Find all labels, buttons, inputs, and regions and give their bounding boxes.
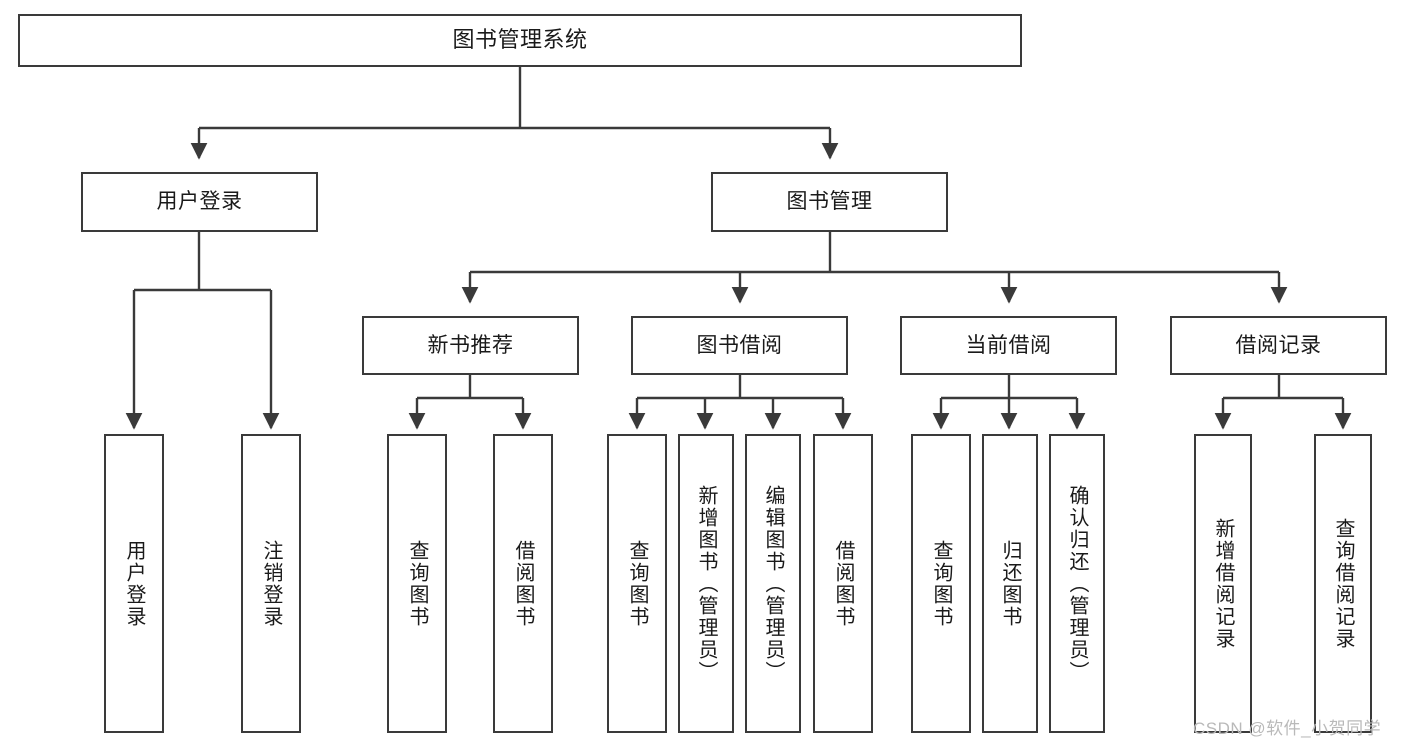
leaf-label: 注销登录 — [260, 539, 282, 628]
leaf-return-book[interactable]: 归还图书 — [982, 434, 1038, 733]
leaf-label: 确认归还（管理员） — [1066, 484, 1088, 683]
leaf-label: 编辑图书（管理员） — [762, 484, 784, 683]
leaf-query-book-recommend[interactable]: 查询图书 — [387, 434, 447, 733]
node-borrow-record[interactable]: 借阅记录 — [1170, 316, 1387, 375]
leaf-label: 查询借阅记录 — [1332, 517, 1354, 650]
node-root-book-management-system[interactable]: 图书管理系统 — [18, 14, 1022, 67]
leaf-borrow-book-borrow[interactable]: 借阅图书 — [813, 434, 873, 733]
leaf-edit-book-admin[interactable]: 编辑图书（管理员） — [745, 434, 801, 733]
leaf-label: 查询图书 — [930, 539, 952, 628]
node-current-borrow[interactable]: 当前借阅 — [900, 316, 1117, 375]
leaf-label: 归还图书 — [999, 539, 1021, 628]
node-new-book-recommend[interactable]: 新书推荐 — [362, 316, 579, 375]
leaf-label: 新增图书（管理员） — [695, 484, 717, 683]
leaf-add-book-admin[interactable]: 新增图书（管理员） — [678, 434, 734, 733]
leaf-confirm-return-admin[interactable]: 确认归还（管理员） — [1049, 434, 1105, 733]
leaf-query-borrow-record[interactable]: 查询借阅记录 — [1314, 434, 1372, 733]
leaf-logout-login[interactable]: 注销登录 — [241, 434, 301, 733]
csdn-watermark: CSDN @软件_小贺同学 — [1193, 719, 1382, 738]
leaf-label: 查询图书 — [406, 539, 428, 628]
leaf-label: 新增借阅记录 — [1212, 517, 1234, 650]
leaf-user-login[interactable]: 用户登录 — [104, 434, 164, 733]
leaf-add-borrow-record[interactable]: 新增借阅记录 — [1194, 434, 1252, 733]
leaf-label: 查询图书 — [626, 539, 648, 628]
node-user-login[interactable]: 用户登录 — [81, 172, 318, 232]
leaf-query-book-current[interactable]: 查询图书 — [911, 434, 971, 733]
leaf-label: 用户登录 — [123, 539, 145, 628]
leaf-label: 借阅图书 — [512, 539, 534, 628]
leaf-query-book-borrow[interactable]: 查询图书 — [607, 434, 667, 733]
leaf-borrow-book-recommend[interactable]: 借阅图书 — [493, 434, 553, 733]
node-book-management[interactable]: 图书管理 — [711, 172, 948, 232]
leaf-label: 借阅图书 — [832, 539, 854, 628]
node-book-borrow[interactable]: 图书借阅 — [631, 316, 848, 375]
